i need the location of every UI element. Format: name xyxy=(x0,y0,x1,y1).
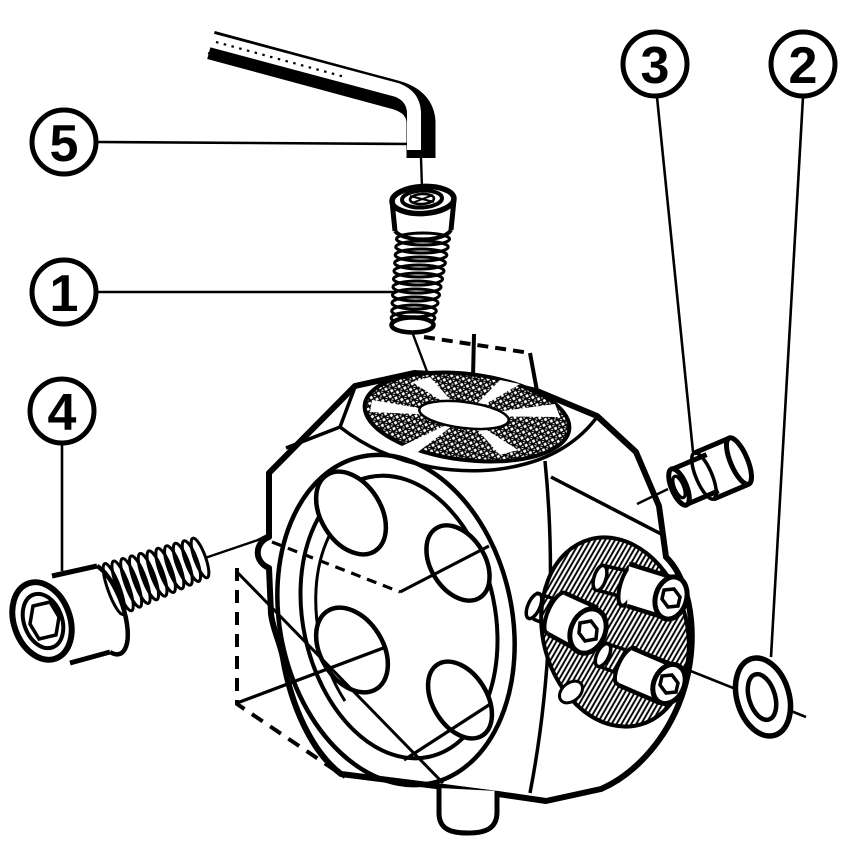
screw4-head-sides xyxy=(51,563,111,666)
screw1-socket xyxy=(400,188,444,210)
callout-1-label: 1 xyxy=(50,265,79,323)
side-pin xyxy=(636,435,755,508)
pin-back-face xyxy=(723,435,755,487)
callout-4: 4 xyxy=(27,376,97,446)
screw1-tip xyxy=(389,315,436,335)
leader-lines xyxy=(60,96,805,658)
pin-axis-line xyxy=(636,487,669,506)
callout-2-label: 2 xyxy=(789,37,818,95)
hex-key-highlight xyxy=(208,33,421,150)
side-screw-middle xyxy=(524,590,609,656)
callout-1: 1 xyxy=(29,257,99,327)
washer-inner xyxy=(745,671,779,723)
leader-line-5 xyxy=(96,140,411,146)
callout-5: 5 xyxy=(29,107,99,177)
screw1-threads xyxy=(389,231,451,326)
tool-body xyxy=(235,370,695,836)
callout-3-label: 3 xyxy=(641,37,670,95)
front-face-hole-top-left xyxy=(313,469,389,557)
front-face-outer-ring xyxy=(275,452,517,788)
callout-2: 2 xyxy=(768,29,838,99)
axis-line-hole-bottom-left xyxy=(236,645,387,705)
leader-line-3 xyxy=(655,96,695,453)
bottom-boss xyxy=(436,788,500,836)
axis-line-hole-bottom-right xyxy=(403,701,493,762)
serrated-coupling-face xyxy=(362,370,572,464)
hidden-boss-left-edge xyxy=(471,333,476,378)
side-screw-bottom-hex xyxy=(658,673,680,695)
screw1-socket-hex xyxy=(408,192,436,206)
pin-bore xyxy=(671,474,687,500)
axis-line-hidden-dashed xyxy=(271,540,401,594)
hex-key-facet-line xyxy=(207,51,396,106)
screw1-socket-facets xyxy=(409,194,435,204)
callout-3: 3 xyxy=(620,29,690,99)
clamping-screw-vertical xyxy=(389,183,457,391)
serration-center-slot xyxy=(418,399,510,431)
screw4-head-ring xyxy=(20,591,66,651)
pin-large-cylinder-edges xyxy=(693,435,750,502)
axis-lines xyxy=(235,540,493,785)
axis-line-hole-top-right xyxy=(399,544,490,594)
hex-key-axis-line xyxy=(419,157,424,189)
screw4-socket-hex xyxy=(28,600,61,641)
hex-key xyxy=(207,31,436,189)
side-screw-top-hex xyxy=(660,587,682,609)
callout-4-label: 4 xyxy=(48,384,77,442)
hidden-rear-block xyxy=(235,568,347,779)
callout-3-circle xyxy=(620,29,690,99)
side-screw-top xyxy=(591,561,690,622)
callout-balloons: 5 1 4 3 2 xyxy=(27,29,838,446)
leader-line-2 xyxy=(769,96,805,658)
screw4-threads xyxy=(101,536,211,616)
front-face-hole-bottom-right xyxy=(425,659,495,741)
screw1-head-sides xyxy=(389,199,457,232)
front-face-inner-ring xyxy=(298,473,500,761)
callout-2-circle xyxy=(768,29,838,99)
callout-1-circle xyxy=(29,257,99,327)
pin-small-cylinder-edges xyxy=(670,452,720,507)
sealing-washer xyxy=(642,650,807,739)
side-screw-middle-hex xyxy=(577,619,599,643)
clamping-screw-horizontal xyxy=(9,476,379,666)
screw4-head-back xyxy=(95,564,131,657)
side-face-small-hole xyxy=(557,679,585,705)
hidden-top-boss xyxy=(423,333,539,392)
hidden-boss-top-edge xyxy=(423,335,531,355)
callout-5-label: 5 xyxy=(50,115,79,173)
side-screw-bottom xyxy=(593,641,688,707)
screw1-head-bottom xyxy=(393,228,453,242)
hidden-boss-right-edge xyxy=(528,352,539,392)
side-face xyxy=(524,535,691,729)
axis-line-diagonal xyxy=(235,570,445,785)
pin-step xyxy=(690,451,718,501)
callout-4-circle xyxy=(27,376,97,446)
callout-5-circle xyxy=(29,107,99,177)
